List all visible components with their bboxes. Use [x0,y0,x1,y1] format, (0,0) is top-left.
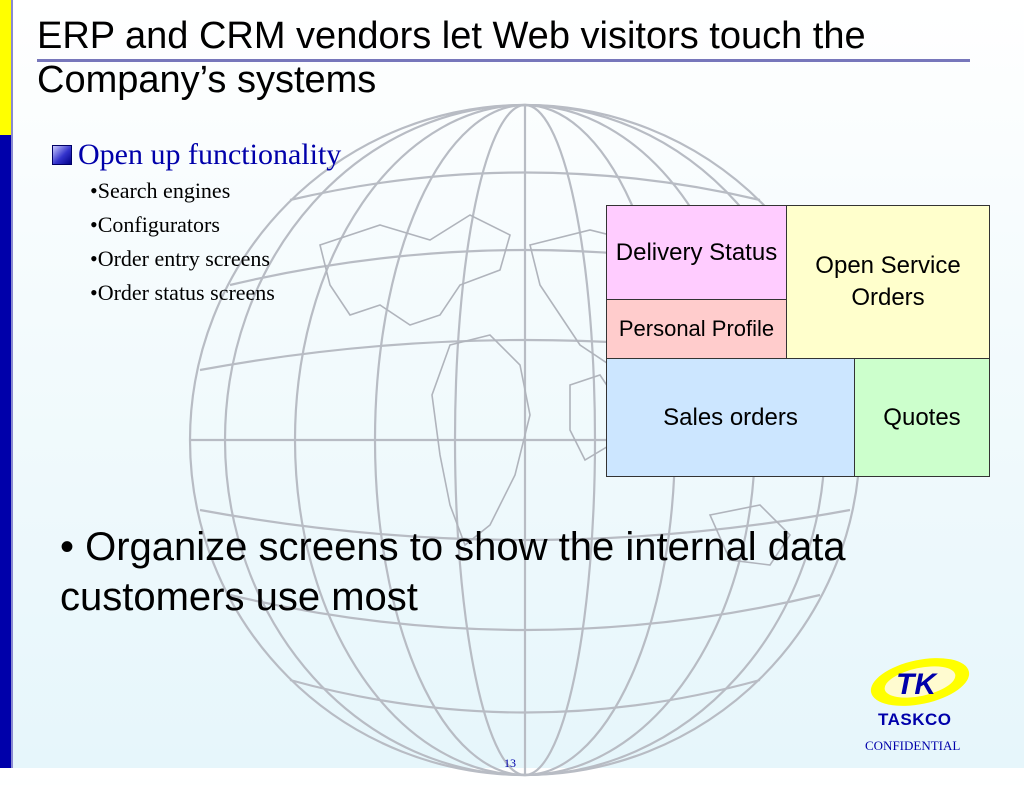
sub-bullet-item: Order status screens [90,278,275,312]
bottom-bullet: • Organize screens to show the internal … [60,525,846,619]
svg-text:TK: TK [896,668,938,701]
sub-bullet-list: Search engines Configurators Order entry… [90,176,275,312]
page-number: 13 [504,756,516,770]
open-service-orders-box: Open Service Orders [786,205,990,359]
side-bar-line [11,0,13,768]
confidential-label: CONFIDENTIAL [865,738,961,753]
sales-orders-box: Sales orders [606,358,855,477]
slide-title: ERP and CRM vendors let Web visitors tou… [37,15,866,101]
logo-text: TASKCO [878,710,952,729]
bullet-square-icon [52,145,72,165]
title-underline [37,59,970,62]
side-bar-yellow [0,0,11,135]
sub-bullet-item: Configurators [90,210,275,244]
delivery-status-box: Delivery Status [606,205,787,300]
side-bar-blue [0,135,11,768]
quotes-box: Quotes [854,358,990,477]
main-bullet-text: Open up functionality [78,138,342,171]
sub-bullet-item: Order entry screens [90,244,275,278]
sub-bullet-item: Search engines [90,176,275,210]
main-bullet: Open up functionality [52,138,341,172]
personal-profile-box: Personal Profile [606,299,787,359]
tk-logo-icon: TK [870,658,970,706]
